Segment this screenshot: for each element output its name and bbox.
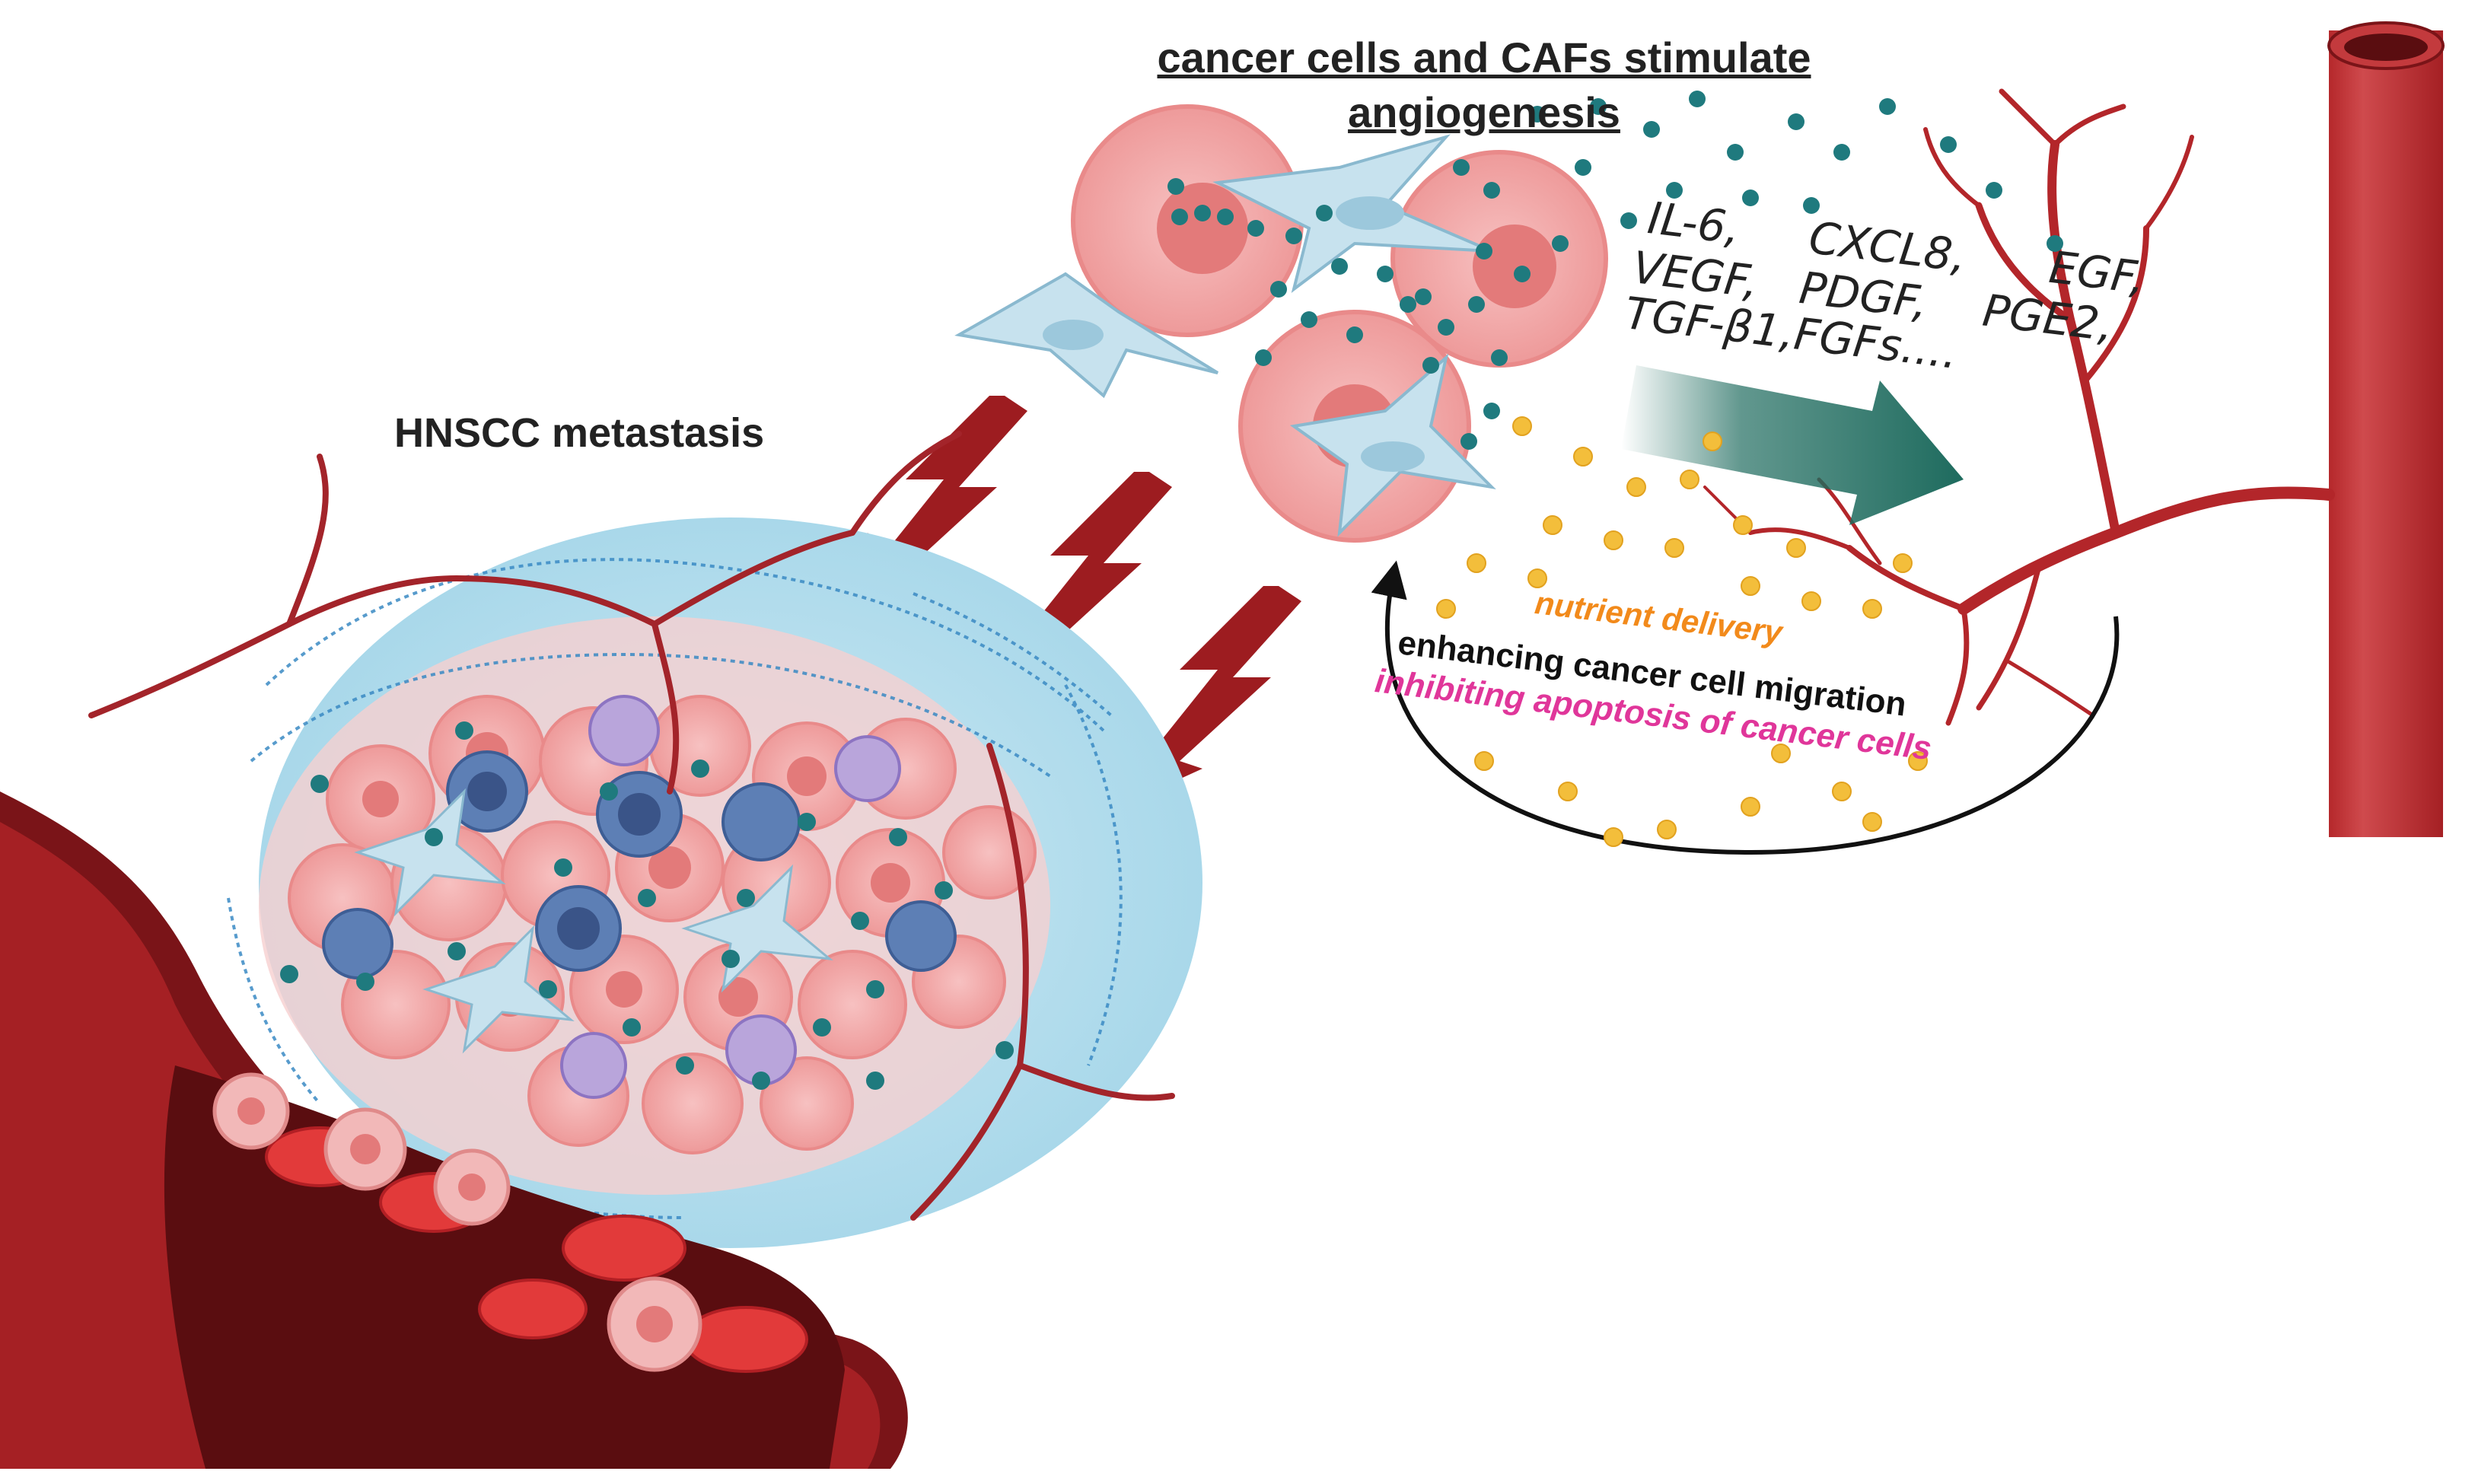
metastatic-tumor	[88, 431, 1202, 1248]
diagram-title: cancer cells and CAFs stimulate angiogen…	[1111, 30, 1857, 140]
angiogenic-vessel-branches	[1703, 88, 2335, 726]
tumor-cell-cluster	[954, 104, 1608, 543]
nutrient-particles	[1436, 416, 1928, 847]
cytokine-particles	[1167, 91, 2063, 450]
metastasis-label: HNSCC metastasis	[394, 410, 765, 456]
title-line-1: cancer cells and CAFs stimulate	[1157, 33, 1811, 81]
secretion-arrow	[1621, 365, 1964, 525]
title-line-2: angiogenesis	[1348, 88, 1620, 136]
main-blood-vessel	[2327, 21, 2445, 837]
circulating-blood-vessel	[0, 791, 908, 1469]
feedback-arrow	[1371, 560, 2120, 855]
